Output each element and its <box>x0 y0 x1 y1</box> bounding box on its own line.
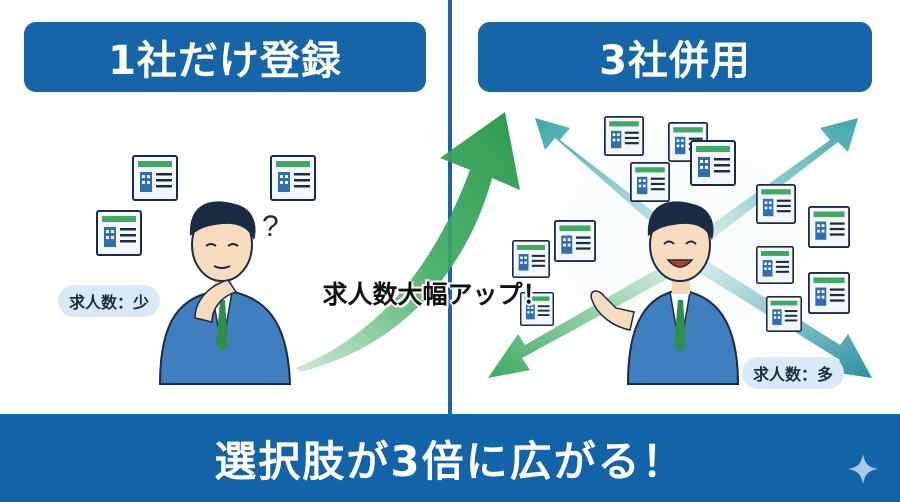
job-listing-icon <box>132 155 178 201</box>
sparkle-icon <box>848 454 878 484</box>
footer-banner: 選択肢が3倍に広がる！ <box>0 414 900 502</box>
left-title: 1社だけ登録 <box>24 22 426 92</box>
illustration-art: ? <box>158 112 872 385</box>
job-listing-icon <box>690 140 736 186</box>
job-listing-icon <box>520 292 554 326</box>
job-listing-icon <box>808 206 850 248</box>
job-listing-icon <box>604 116 644 156</box>
worried-person-illustration: ? <box>158 201 292 385</box>
growth-label: 求人数大幅アップ！ <box>322 280 548 309</box>
panel-divider <box>448 0 452 414</box>
job-listing-icon <box>756 246 794 284</box>
job-listing-icon <box>270 155 316 201</box>
job-listing-icon <box>512 240 550 278</box>
job-listing-icon <box>630 162 670 202</box>
question-mark-icon: ? <box>262 210 279 243</box>
happy-person-illustration <box>590 201 740 385</box>
job-listing-icon <box>554 220 596 262</box>
right-count-badge: 求人数：多 <box>742 357 844 389</box>
job-listing-icon <box>808 272 850 314</box>
growth-arrow <box>296 112 520 372</box>
job-listing-icon <box>766 296 802 332</box>
right-title: 3社併用 <box>478 22 872 92</box>
job-listing-icon <box>756 184 796 224</box>
left-count-badge: 求人数：少 <box>58 285 160 317</box>
footer-text: 選択肢が3倍に広がる！ <box>214 436 686 486</box>
job-listing-icon <box>96 210 142 256</box>
